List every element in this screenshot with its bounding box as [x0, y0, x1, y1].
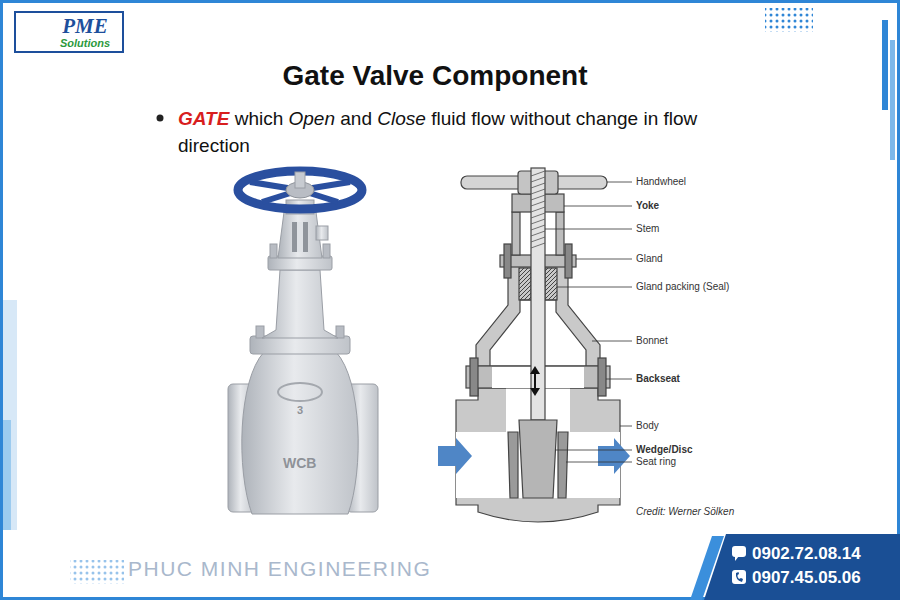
valve-section [565, 244, 572, 278]
valve-section [438, 168, 630, 522]
valve-photo [297, 222, 303, 252]
valve-photo [295, 172, 305, 188]
bullet-word: fluid [431, 108, 466, 129]
slide-frame [70, 560, 124, 584]
bullet-word: Open [289, 108, 335, 129]
bullet-dot [157, 115, 164, 122]
casting-mark: WCB [283, 455, 316, 471]
valve-photo [256, 326, 264, 338]
valve-photo [316, 226, 328, 240]
part-label: Gland packing (Seal) [636, 281, 729, 293]
valve-photo [336, 326, 344, 338]
valve-photo [292, 222, 308, 252]
part-label: Seat ring [636, 456, 676, 468]
valve-section [556, 212, 564, 255]
logo-text: Solutions [54, 37, 116, 50]
part-label: Stem [636, 223, 659, 235]
valve-photo [238, 171, 362, 209]
leader-lines [555, 450, 632, 451]
leader-lines [564, 206, 632, 207]
bullet-word: in [643, 108, 658, 129]
leader-lines [557, 287, 632, 288]
bullet-dot [157, 115, 164, 122]
part-label: Bonnet [636, 335, 668, 347]
valve-photo [242, 352, 358, 514]
bullet-word: without [510, 108, 570, 129]
valve-photo [250, 336, 350, 354]
valve-photo [228, 171, 378, 514]
valve-section [438, 438, 472, 474]
leader-lines [592, 341, 632, 342]
bullet-text: GATE which Open and Close fluid flow wit… [178, 105, 723, 159]
valve-section [512, 212, 520, 255]
watermark-text: PHUC MINH ENGINEERING [128, 557, 431, 581]
contact-panel-shape [732, 570, 746, 584]
logo-badge: PMESolutions [14, 11, 124, 53]
valve-section [519, 420, 557, 498]
phone-number: 0902.72.08.14 [752, 542, 890, 566]
valve-photo [278, 383, 322, 401]
slide-frame [3, 300, 17, 530]
contact-panel-shape [735, 556, 739, 561]
casting-mark: 3 [297, 404, 303, 416]
part-label: Wedge/Disc [636, 444, 693, 456]
valve-section [558, 432, 568, 498]
leader-lines [576, 259, 632, 260]
valve-section [531, 168, 545, 420]
part-label: Gland [636, 253, 663, 265]
part-label: Body [636, 420, 659, 432]
bullet-word: flow [471, 108, 505, 129]
valve-section [530, 388, 540, 396]
valve-photo [278, 212, 322, 258]
bullet-word: change [576, 108, 638, 129]
valve-section [508, 432, 518, 498]
slide-title: Gate Valve Component [200, 60, 670, 92]
leader-lines [606, 379, 632, 380]
credit-note: Credit: Werner Sölken [636, 506, 734, 518]
contact-panel-shape [736, 572, 743, 582]
valve-section [598, 358, 606, 396]
contact-panel-shape [732, 546, 746, 557]
valve-photo [262, 270, 338, 338]
valve-section [519, 268, 531, 300]
part-label: Handwheel [636, 176, 686, 188]
part-label: Yoke [636, 200, 659, 212]
valve-section [534, 372, 536, 390]
bullet-word: flow [664, 108, 698, 129]
valve-section [545, 268, 557, 300]
phone-number: 0907.45.05.06 [752, 566, 890, 590]
valve-section [598, 438, 630, 474]
bullet-word: Close [377, 108, 426, 129]
leader-lines [545, 229, 632, 230]
slide-frame [882, 20, 888, 110]
valve-section [531, 171, 545, 248]
slide-frame [3, 420, 11, 530]
leader-lines [607, 182, 632, 183]
logo-text: PME [54, 15, 116, 37]
slide-frame [890, 40, 895, 160]
valve-photo [270, 244, 277, 258]
valve-section [504, 244, 511, 278]
bullet-word: which [235, 108, 284, 129]
part-label: Backseat [636, 373, 680, 385]
leader-lines [566, 462, 632, 463]
slide-frame [765, 8, 813, 32]
valve-section [470, 358, 478, 396]
leader-lines [545, 182, 632, 462]
contact-panel-shape [690, 534, 900, 600]
valve-section [530, 366, 540, 374]
bullet-word: direction [178, 135, 250, 156]
bullet-word: and [340, 108, 372, 129]
contact-panel-shape [704, 534, 900, 600]
bullet-word: GATE [178, 108, 229, 129]
valve-photo [323, 244, 330, 258]
leader-lines [620, 426, 632, 427]
contact-panel: 0902.72.08.140907.45.05.06 [752, 540, 894, 596]
